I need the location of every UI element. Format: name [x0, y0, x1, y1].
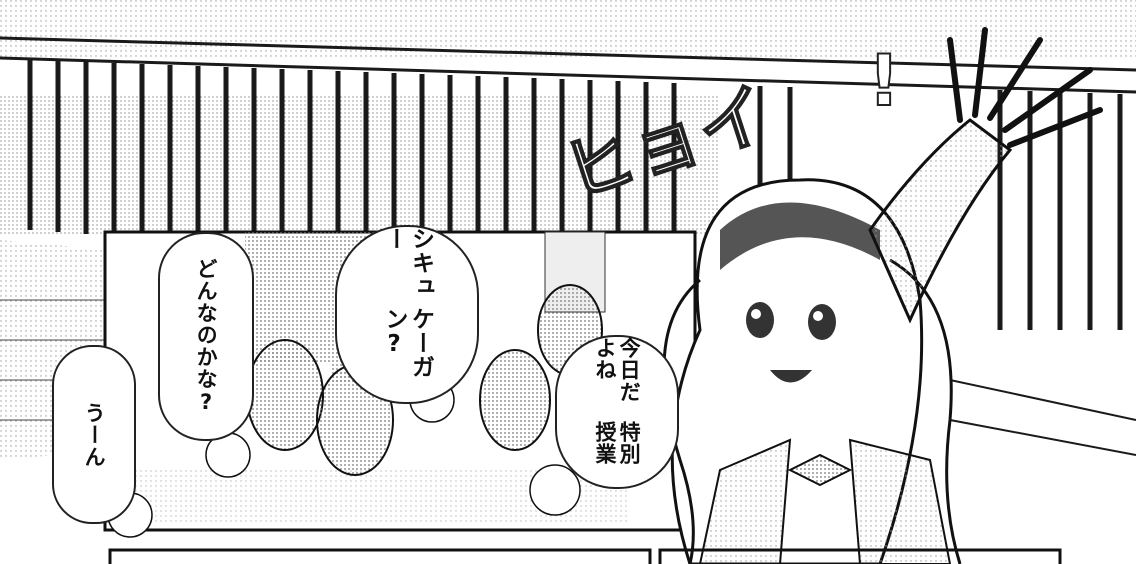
bubble-kyou-line2: 特別授業	[593, 421, 642, 466]
speech-bubble-kyou: 今日だよね 特別授業	[555, 335, 679, 489]
bubble-shikyu-line2: ケーガン?	[381, 307, 434, 380]
sfx-exclaim: !	[867, 39, 901, 123]
speech-bubble-shikyu: シキュー ケーガン?	[335, 225, 479, 404]
speech-bubble-uun: うーん	[52, 345, 136, 524]
bubble-uun-line1: うーん	[82, 401, 107, 468]
bubble-kyou-line1: 今日だよね	[593, 337, 642, 403]
bubble-shikyu-line1: シキュー	[381, 227, 434, 299]
speech-bubble-donna: どんなのかな?	[158, 232, 254, 441]
bubble-donna-line1: どんなのかな?	[194, 258, 219, 415]
